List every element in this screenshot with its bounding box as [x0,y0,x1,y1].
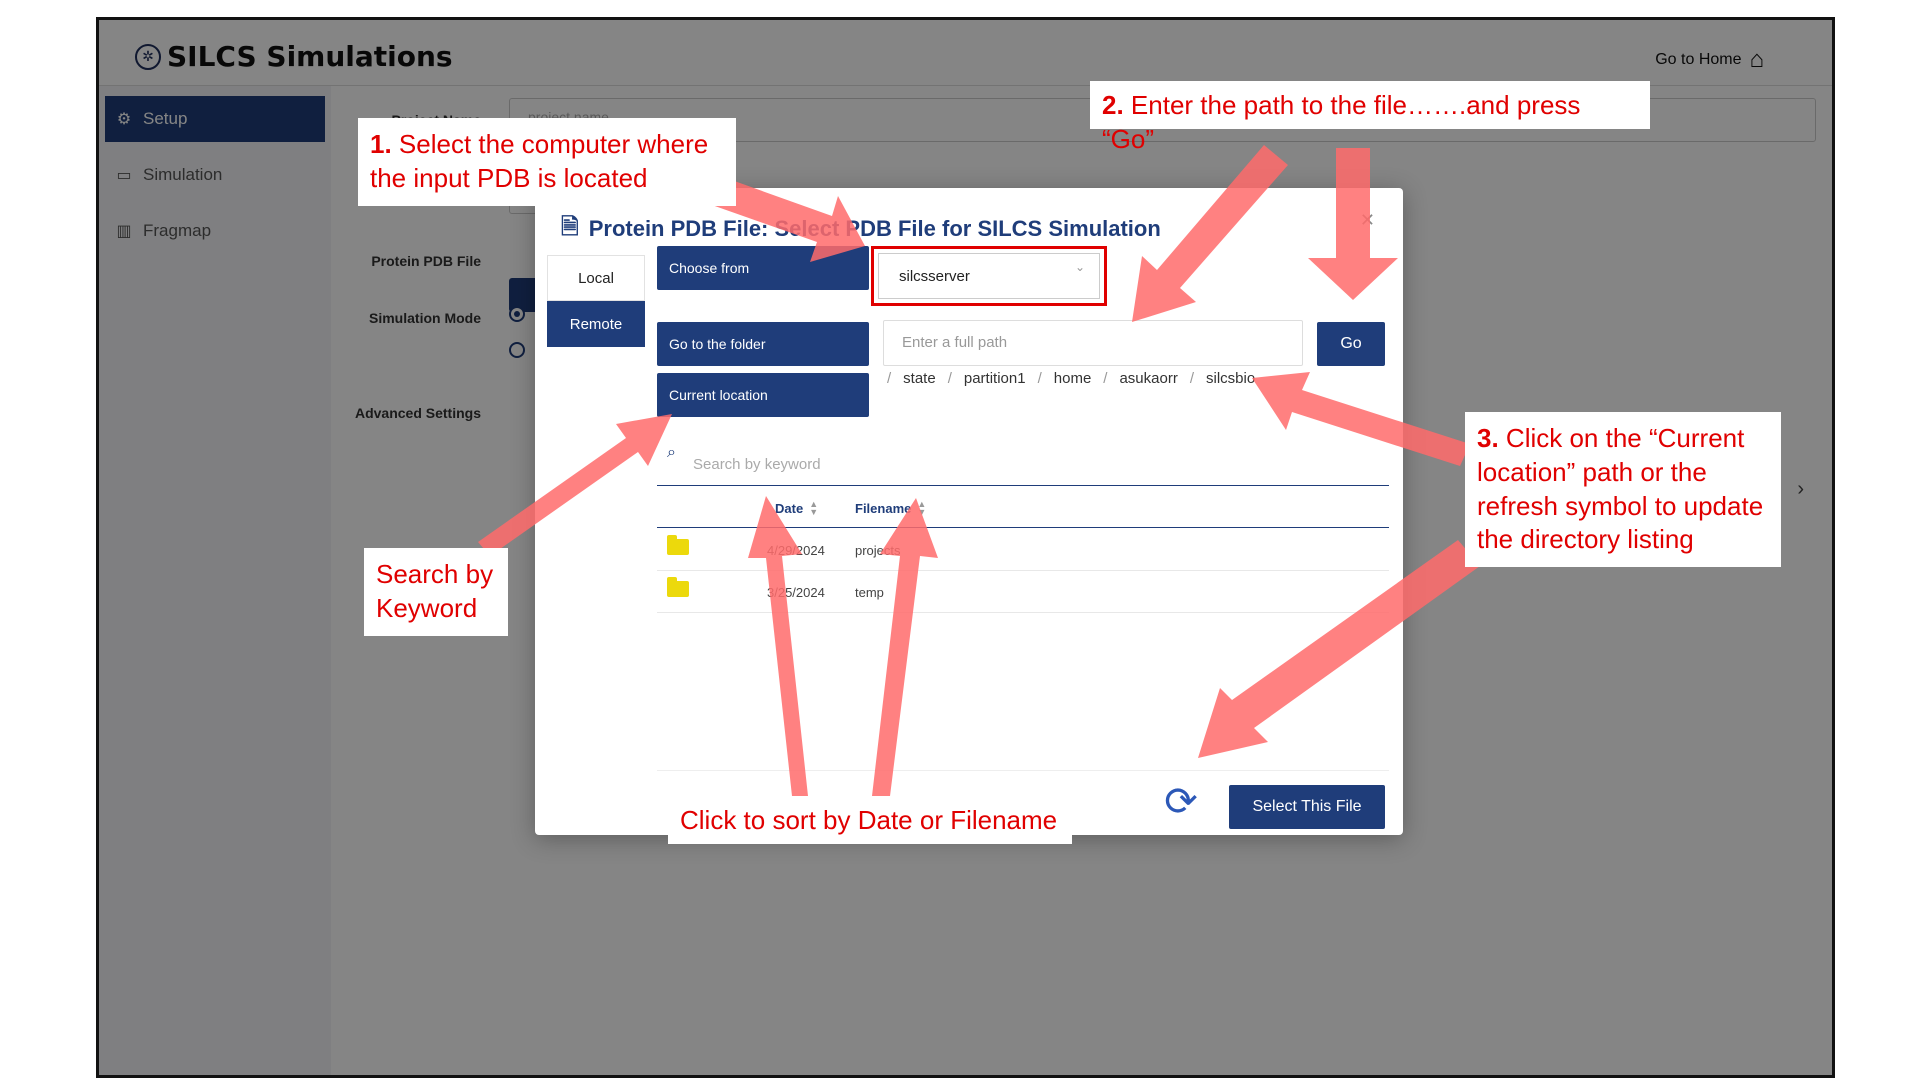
sort-by-date[interactable]: Date ▲▼ [775,499,819,517]
gear-icon: ⚙ [116,111,132,128]
app-logo: ✲ SILCS Simulations [135,40,453,73]
column-header-date: Date [775,500,804,516]
document-icon: 🗎 [561,214,579,239]
select-this-file-button[interactable]: Select This File [1229,785,1385,829]
row-date: 4/29/2024 [767,543,825,558]
callout-step2-number: 2. [1102,90,1124,120]
table-header: Date ▲▼ Filename ▲▼ [657,488,1389,528]
tab-remote[interactable]: Remote [547,301,645,347]
breadcrumb[interactable]: / state / partition1 / home / asukaorr /… [887,370,1255,387]
callout-step3: 3. Click on the “Current location” path … [1465,412,1781,568]
sidebar-item-label: Fragmap [143,221,212,240]
sidebar-item-setup[interactable]: ⚙ Setup [105,96,325,142]
row-filename: temp [855,585,884,600]
breadcrumb-item[interactable]: partition1 [963,370,1026,387]
callout-step2-text: Enter the path to the file…….and press “… [1102,90,1581,154]
breadcrumb-separator: / [887,370,892,387]
folder-icon [667,535,689,555]
callout-step1-number: 1. [370,129,392,159]
callout-step3-text: Click on the “Current location” path or … [1477,423,1764,555]
path-input[interactable]: Enter a full path [883,320,1303,366]
sidebar-item-label: Setup [143,109,188,128]
chevron-right-icon[interactable]: › [1797,478,1804,500]
chevron-down-icon: ⌄ [1074,260,1085,274]
breadcrumb-separator: / [1103,370,1108,387]
app-title: SILCS Simulations [167,40,453,73]
callout-search: Search by Keyword [364,548,508,636]
sidebar: ⚙ Setup ▭ Simulation ▥ Fragmap [99,86,331,1075]
divider [657,770,1389,771]
file-picker-dialog: 🗎 Protein PDB File: Select PDB File for … [535,188,1403,835]
simulation-mode-radio-1[interactable] [509,306,525,322]
sidebar-item-fragmap[interactable]: ▥ Fragmap [105,208,325,254]
callout-step1: 1. Select the computer where the input P… [358,118,736,206]
choose-from-label: Choose from [657,246,869,290]
callout-sort: Click to sort by Date or Filename [668,798,1072,844]
breadcrumb-item[interactable]: home [1053,370,1092,387]
breadcrumb-item[interactable]: state [903,370,936,387]
current-location-label[interactable]: Current location [657,373,869,417]
breadcrumb-item[interactable]: silcsbio [1206,370,1256,387]
sidebar-item-label: Simulation [143,165,223,184]
column-header-filename: Filename [855,500,912,516]
folder-icon [667,577,689,597]
go-home-label: Go to Home [1655,51,1742,68]
server-select-value: silcsserver [899,267,970,285]
breadcrumb-separator: / [1189,370,1194,387]
simulation-mode-label: Simulation Mode [369,310,481,326]
table-row[interactable]: 4/29/2024 projects [657,529,1389,571]
logo-icon: ✲ [135,43,161,70]
row-filename: projects [855,543,901,558]
server-select[interactable]: silcsserver ⌄ [878,253,1100,299]
callout-step1-text: Select the computer where the input PDB … [370,129,709,193]
sort-icon: ▲▼ [809,499,819,517]
table-row[interactable]: 3/25/2024 temp [657,571,1389,613]
tab-local[interactable]: Local [547,255,645,301]
simulation-mode-radio-2[interactable] [509,342,525,358]
callout-step3-number: 3. [1477,423,1499,453]
advanced-settings-label: Advanced Settings [354,405,481,421]
row-date: 3/25/2024 [767,585,825,600]
sort-icon: ▲▼ [917,499,927,517]
callout-step2: 2. Enter the path to the file…….and pres… [1090,81,1650,154]
search-icon: ⌕ [667,444,676,461]
search-input[interactable]: ⌕ Search by keyword [657,440,1389,486]
go-to-folder-label: Go to the folder [657,322,869,366]
dialog-title-text: Protein PDB File: Select PDB File for SI… [588,216,1161,241]
refresh-icon[interactable]: ⟳ [1164,780,1198,824]
breadcrumb-separator: / [947,370,952,387]
app-header: ✲ SILCS Simulations Go to Home ⌂ [99,20,1832,86]
search-placeholder: Search by keyword [693,456,821,473]
dialog-title: 🗎 Protein PDB File: Select PDB File for … [561,210,1161,248]
protein-pdb-label: Protein PDB File [371,253,481,269]
sidebar-item-simulation[interactable]: ▭ Simulation [105,152,325,198]
close-icon[interactable]: ✕ [1359,210,1375,230]
sort-by-filename[interactable]: Filename ▲▼ [855,499,927,517]
home-icon: ⌂ [1749,46,1765,73]
server-select-highlight: silcsserver ⌄ [871,246,1107,306]
breadcrumb-item[interactable]: asukaorr [1119,370,1178,387]
go-home-link[interactable]: Go to Home ⌂ [1655,48,1764,72]
monitor-icon: ▭ [116,167,132,184]
breadcrumb-separator: / [1037,370,1042,387]
go-button[interactable]: Go [1317,322,1385,366]
bar-chart-icon: ▥ [116,223,132,240]
